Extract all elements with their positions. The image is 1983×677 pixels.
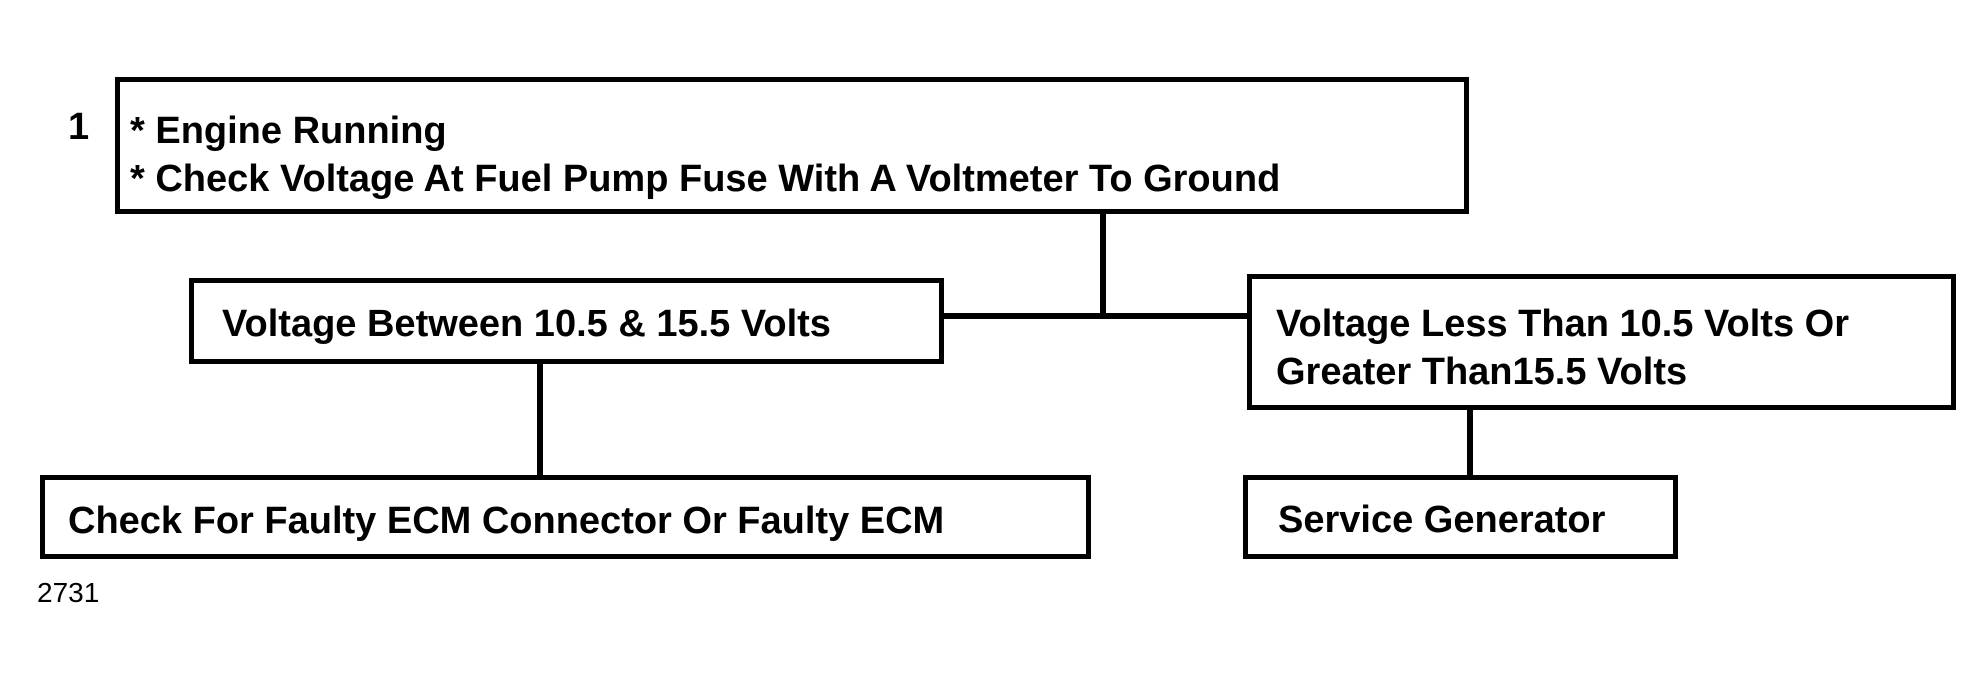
connector-top-vertical [1100,212,1106,316]
connector-right-vertical [1467,408,1473,478]
voltage-out-of-range-box: Voltage Less Than 10.5 Volts Or Greater … [1247,274,1956,410]
top-box-line-1: * Engine Running [130,110,447,152]
service-generator-box: Service Generator [1243,475,1678,559]
top-box-line-2: * Check Voltage At Fuel Pump Fuse With A… [130,158,1281,200]
service-generator-text: Service Generator [1278,499,1606,541]
voltage-in-range-box: Voltage Between 10.5 & 15.5 Volts [189,278,944,364]
check-voltage-box: * Engine Running * Check Voltage At Fuel… [115,77,1469,214]
connector-left-vertical [537,362,543,478]
figure-number: 2731 [37,577,100,608]
check-ecm-text: Check For Faulty ECM Connector Or Faulty… [68,500,945,542]
step-number: 1 [68,106,90,148]
voltage-in-range-text: Voltage Between 10.5 & 15.5 Volts [222,303,831,345]
check-ecm-box: Check For Faulty ECM Connector Or Faulty… [40,475,1091,559]
connector-horizontal [943,313,1249,319]
voltage-out-of-range-line-1: Voltage Less Than 10.5 Volts Or [1276,303,1849,345]
voltage-out-of-range-line-2: Greater Than15.5 Volts [1276,351,1688,393]
